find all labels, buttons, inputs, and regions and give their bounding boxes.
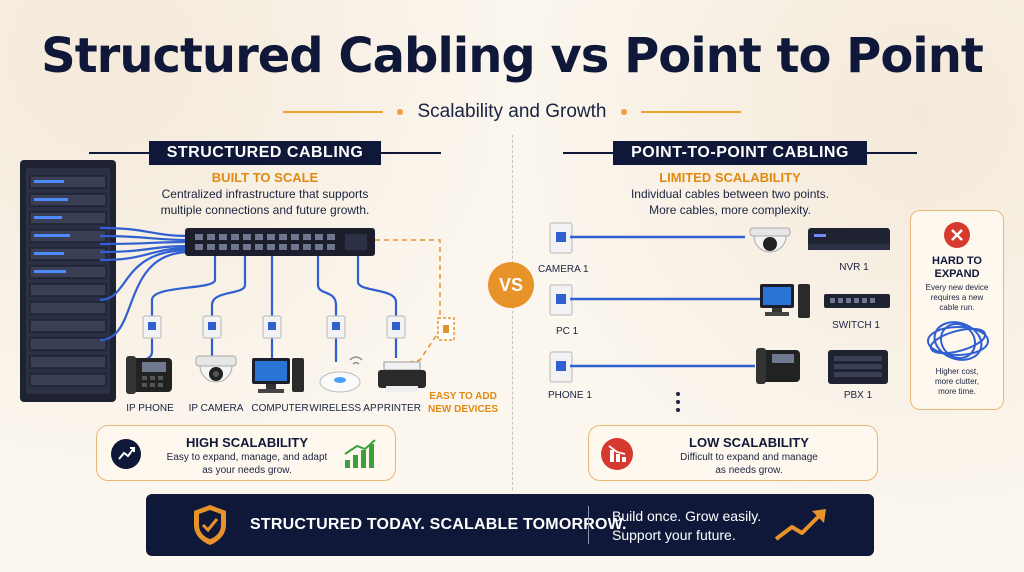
dome-camera-icon bbox=[749, 227, 791, 253]
shield-check-icon bbox=[194, 505, 226, 545]
hard-to-expand-title: HARD TO EXPAND bbox=[932, 255, 982, 280]
device-label-camera: IP CAMERA bbox=[188, 403, 244, 414]
pbx-icon bbox=[828, 350, 888, 384]
low-scalability-callout: LOW SCALABILITY Difficult to expand and … bbox=[588, 425, 878, 481]
p2p-tag: LIMITED SCALABILITY bbox=[659, 170, 801, 185]
subtitle-rule-left bbox=[283, 111, 384, 113]
camera-icon bbox=[195, 355, 237, 383]
low-scalability-text: Difficult to expand and manage as needs … bbox=[680, 452, 818, 476]
phone-icon bbox=[126, 356, 172, 394]
structured-tag: BUILT TO SCALE bbox=[211, 170, 319, 185]
subtitle-dot-left bbox=[397, 109, 404, 115]
tangled-cable-icon bbox=[927, 321, 989, 361]
subtitle-dot-right bbox=[620, 109, 627, 115]
hard-to-expand-panel: HARD TO EXPAND Every new device requires… bbox=[910, 210, 1004, 410]
page-subtitle: Scalability and Growth bbox=[417, 101, 607, 122]
bottom-banner: STRUCTURED TODAY. SCALABLE TOMORROW. Bui… bbox=[146, 494, 874, 556]
easy-to-add-note: EASY TO ADD NEW DEVICES bbox=[428, 391, 499, 415]
subtitle-rule-right bbox=[640, 111, 741, 113]
switch-icon bbox=[824, 294, 890, 308]
p2p-description: Individual cables between two points. Mo… bbox=[630, 187, 830, 217]
banner-subtext: Build once. Grow easily. Support your fu… bbox=[612, 508, 762, 543]
row-from-pc: PC 1 bbox=[556, 326, 579, 337]
structured-description: Centralized infrastructure that supports… bbox=[160, 187, 370, 217]
computer-icon bbox=[252, 358, 304, 393]
device-label-phone: IP PHONE bbox=[126, 403, 174, 414]
subtitle-row: Scalability and Growth bbox=[0, 100, 1024, 124]
device-label-wireless-ap: WIRELESS AP bbox=[309, 403, 377, 414]
green-bars-icon bbox=[344, 439, 376, 468]
server-rack-icon bbox=[20, 160, 116, 402]
high-scalability-title: HIGH SCALABILITY bbox=[185, 435, 309, 450]
row-to-switch: SWITCH 1 bbox=[832, 320, 880, 331]
pc-icon bbox=[760, 284, 810, 318]
trend-up-arrow-icon bbox=[774, 509, 826, 541]
more-rows-dots bbox=[676, 392, 680, 412]
network-switch-icon bbox=[185, 228, 375, 256]
nvr-icon bbox=[808, 228, 890, 250]
structured-heading-label: STRUCTURED CABLING bbox=[148, 141, 382, 165]
page-title: Structured Cabling vs Point to Point bbox=[41, 28, 984, 84]
high-scalability-callout: HIGH SCALABILITY Easy to expand, manage,… bbox=[96, 425, 396, 481]
center-divider bbox=[512, 135, 513, 490]
p2p-heading: POINT-TO-POINT CABLING bbox=[560, 140, 920, 166]
hard-to-expand-bottom: Higher cost, more clutter, more time. bbox=[934, 367, 979, 396]
device-label-printer: PRINTER bbox=[377, 403, 421, 414]
row-from-phone: PHONE 1 bbox=[548, 390, 592, 401]
low-scalability-title: LOW SCALABILITY bbox=[689, 435, 809, 450]
growth-chart-icon bbox=[111, 439, 141, 469]
row-to-pbx: PBX 1 bbox=[843, 390, 873, 401]
banner-separator bbox=[588, 506, 589, 544]
row-to-nvr: NVR 1 bbox=[839, 262, 869, 273]
structured-heading: STRUCTURED CABLING bbox=[70, 140, 460, 166]
ip-phone-icon bbox=[756, 348, 800, 384]
vs-badge: VS bbox=[488, 262, 534, 308]
p2p-heading-label: POINT-TO-POINT CABLING bbox=[613, 141, 867, 165]
close-x-icon bbox=[944, 222, 970, 248]
wireless-ap-icon bbox=[319, 356, 363, 393]
banner-headline: STRUCTURED TODAY. SCALABLE TOMORROW. bbox=[250, 516, 627, 533]
printer-icon bbox=[378, 361, 426, 392]
high-scalability-text: Easy to expand, manage, and adapt as you… bbox=[166, 452, 328, 476]
row-from-camera: CAMERA 1 bbox=[538, 264, 589, 275]
declining-chart-icon bbox=[601, 438, 633, 470]
hard-to-expand-text: Every new device requires a new cable ru… bbox=[925, 283, 989, 312]
device-label-computer: COMPUTER bbox=[251, 403, 309, 414]
